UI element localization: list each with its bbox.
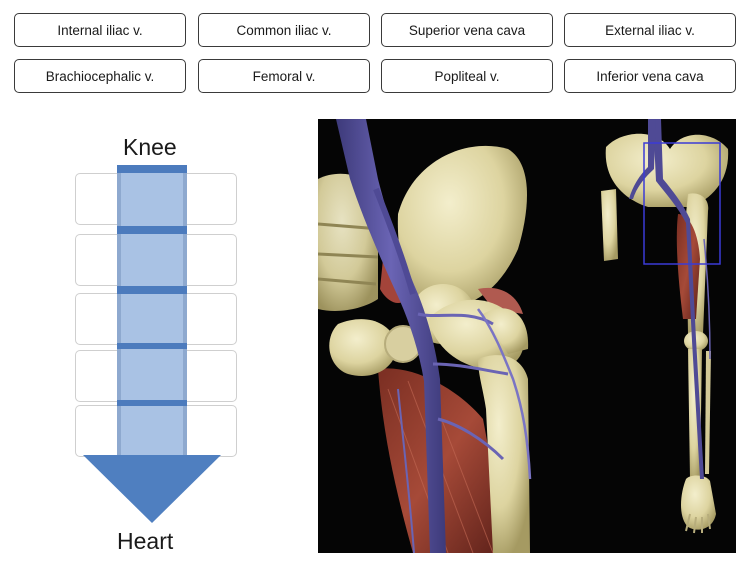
term-card[interactable]: External iliac v. xyxy=(564,13,736,47)
heart-label: Heart xyxy=(117,528,174,554)
arrow-band xyxy=(117,165,187,173)
fullleg-view xyxy=(601,119,729,534)
arrow-shaft-edge xyxy=(183,165,187,457)
anatomy-image xyxy=(318,119,736,553)
arrow-head xyxy=(83,455,221,523)
arrow-band xyxy=(117,226,187,234)
term-card[interactable]: Brachiocephalic v. xyxy=(14,59,186,93)
term-card[interactable]: Internal iliac v. xyxy=(14,13,186,47)
anatomy-illustration xyxy=(318,119,729,553)
arrow-shaft xyxy=(117,165,187,457)
term-card[interactable]: Inferior vena cava xyxy=(564,59,736,93)
arrow-band xyxy=(117,400,187,406)
term-card[interactable]: Superior vena cava xyxy=(381,13,553,47)
term-card[interactable]: Popliteal v. xyxy=(381,59,553,93)
region-highlight-box xyxy=(643,142,721,265)
arrow-band xyxy=(117,343,187,349)
knee-label: Knee xyxy=(123,134,177,160)
term-card[interactable]: Femoral v. xyxy=(198,59,370,93)
arrow-shaft-edge xyxy=(117,165,121,457)
closeup-view xyxy=(318,119,532,553)
arrow-band xyxy=(117,286,187,294)
term-card[interactable]: Common iliac v. xyxy=(198,13,370,47)
